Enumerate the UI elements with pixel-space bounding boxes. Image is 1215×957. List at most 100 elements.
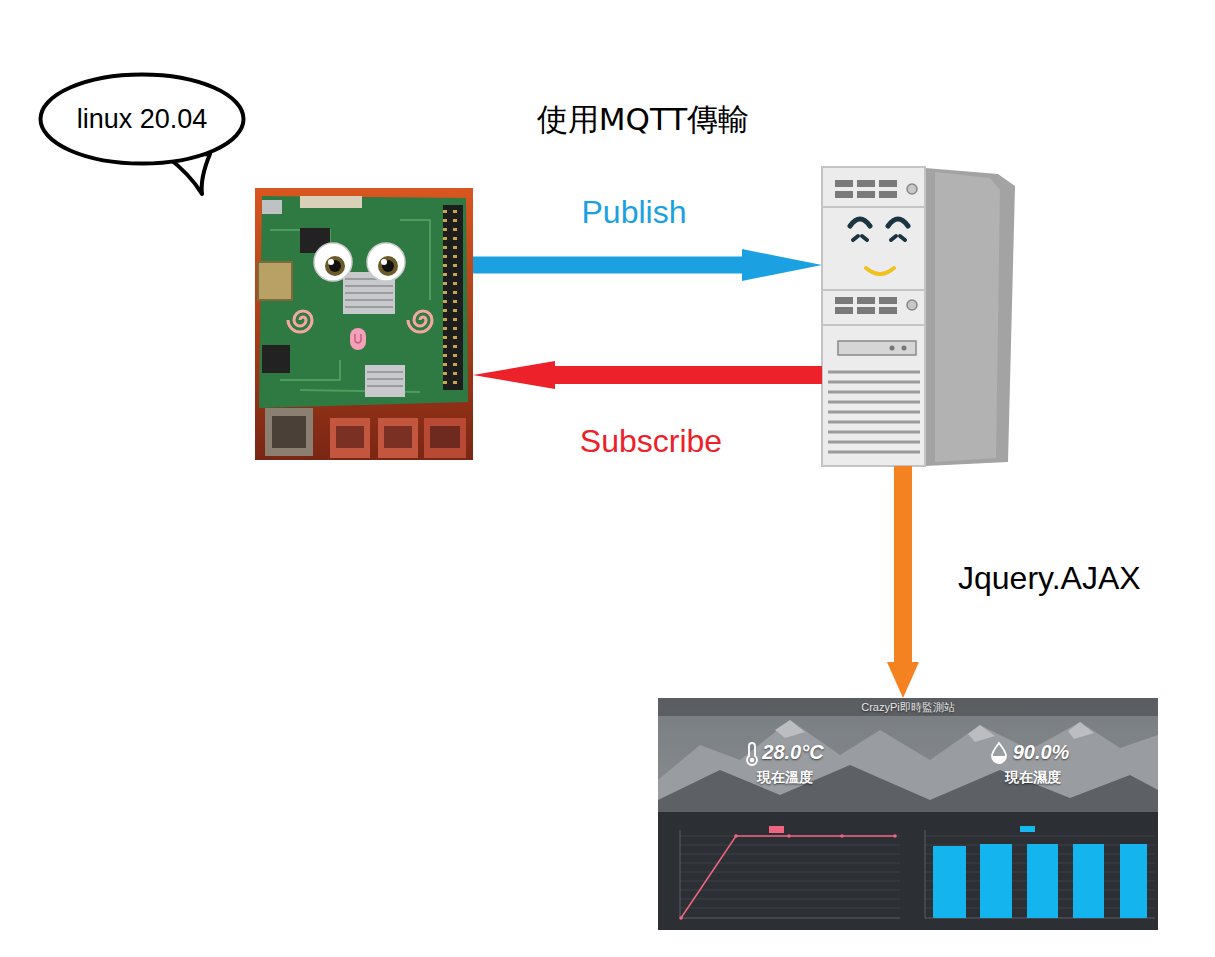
server-illustration [857,180,875,187]
bubble-text: linux 20.04 [77,103,208,135]
server-illustration [822,289,925,291]
server-illustration [925,168,1015,466]
dashboard-illustration [1020,826,1035,832]
raspberry-pi-illustration [350,328,366,350]
raspberry-pi-illustration [255,188,473,460]
raspberry-pi-illustration [424,418,466,458]
dashboard-illustration [680,830,900,918]
bubble-outline [41,75,244,164]
server-illustration [835,297,853,304]
dashboard-illustration [679,916,683,920]
server-illustration [822,167,925,466]
raspberry-pi-illustration [365,365,405,397]
raspberry-pi-illustration [258,262,292,300]
raspberry-pi-illustration [336,426,364,448]
humidity-reading: 90.0%現在濕度 [990,740,1076,786]
dashboard-illustration [992,743,1006,763]
dashboard-illustration [658,716,1158,812]
dashboard-illustration [925,830,1155,918]
server-illustration [822,167,1015,466]
raspberry-pi-illustration [300,196,362,208]
server-illustration [835,180,853,187]
raspberry-pi-illustration [325,256,345,276]
raspberry-pi-illustration [265,408,313,456]
raspberry-pi-illustration [255,188,473,460]
dashboard-illustration [658,698,1158,716]
dashboard-illustration [840,834,844,838]
raspberry-pi-illustration [367,372,403,386]
dashboard-illustration [1120,844,1147,918]
edge-label: Jquery.AJAX [958,559,1141,597]
edge-label: Subscribe [580,422,722,460]
server-illustration [902,346,907,351]
dashboard-illustration [933,846,966,918]
reading-caption: 現在濕度 [990,768,1076,786]
dashboard-illustration [750,758,754,762]
server-illustration [850,219,870,226]
server-illustration [853,236,905,240]
dashboard-title: CrazyPi即時監測站 [658,698,1158,716]
server-illustration [907,300,917,310]
server-illustration [857,297,875,304]
dashboard-illustration [787,834,791,838]
server-illustration [822,206,925,208]
raspberry-pi-illustration [381,259,387,265]
raspberry-pi-illustration [270,220,430,392]
server-illustration [879,307,897,314]
dashboard-illustration [747,743,757,765]
raspberry-pi-illustration [378,256,398,276]
raspberry-pi-illustration [378,418,418,458]
raspberry-pi-illustration [367,243,405,281]
raspberry-pi-illustration [408,311,432,332]
subscribe-arrow [473,361,822,389]
dashboard-illustration [1073,844,1104,918]
server-illustration [879,297,897,304]
server-illustration [866,268,894,274]
dashboard-illustration [734,834,738,838]
server-illustration [879,191,897,198]
dashboard-illustration [681,836,895,918]
server-illustration [857,307,875,314]
server-tower [822,165,1015,466]
reading-caption: 現在溫度 [742,768,828,786]
raspberry-pi-board [255,188,473,460]
dashboard-illustration [993,756,1006,763]
raspberry-pi-illustration [430,426,460,448]
raspberry-pi-illustration [328,259,334,265]
dashboard-illustration [980,844,1012,918]
dashboard-screen: CrazyPi即時監測站 28.0°C 現在溫度 90.0%現在濕度 [658,698,1158,930]
dashboard-illustration [658,698,1158,930]
speech-bubble: linux 20.04 [38,72,246,166]
dashboard-illustration [658,698,1158,812]
dashboard-illustration [658,812,1158,930]
raspberry-pi-illustration [355,334,361,343]
raspberry-pi-illustration [382,260,394,272]
raspberry-pi-illustration [330,418,370,458]
server-illustration [835,307,853,314]
raspberry-pi-illustration [443,205,463,390]
server-illustration [907,184,917,194]
server-illustration [935,172,1000,462]
edge-label: Publish [582,193,687,231]
raspberry-pi-illustration [345,279,393,307]
raspberry-pi-illustration [288,311,312,332]
raspberry-pi-illustration [314,243,352,281]
server-illustration [879,180,897,187]
server-illustration [888,219,908,226]
server-illustration [838,341,916,355]
raspberry-pi-illustration [329,260,341,272]
diagram-title: 使用MQTT傳輸 [537,101,749,138]
raspberry-pi-illustration [259,196,468,408]
server-illustration [890,346,895,351]
server-illustration [835,191,853,198]
server-illustration [828,372,920,452]
raspberry-pi-illustration [272,416,306,448]
raspberry-pi-illustration [384,426,412,448]
ajax-arrow [887,466,919,698]
raspberry-pi-illustration [443,205,463,390]
reading-value: 28.0°C [742,740,828,764]
temperature-reading: 28.0°C 現在溫度 [742,740,828,786]
server-illustration [857,191,875,198]
raspberry-pi-illustration [262,200,282,214]
